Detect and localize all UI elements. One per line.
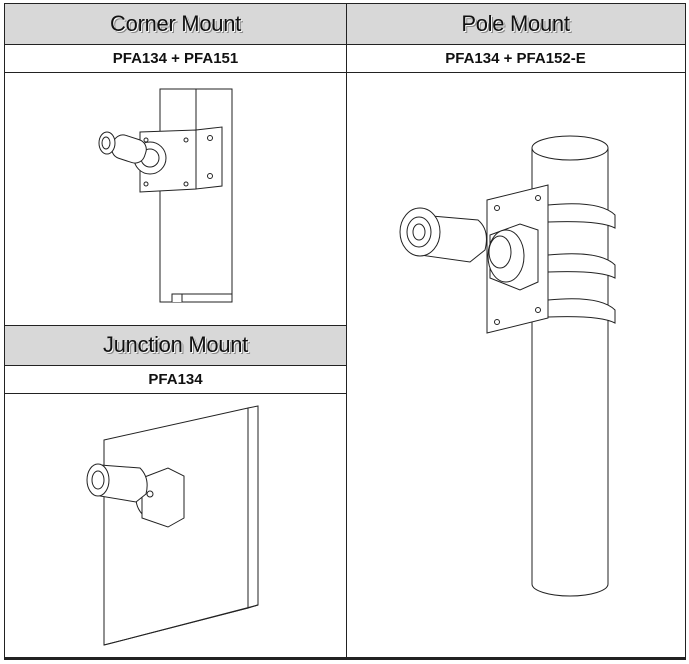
- junction-mount-parts: PFA134: [5, 365, 346, 393]
- grid-line: [4, 657, 686, 660]
- grid-line: [4, 44, 686, 45]
- pole-mount-title: Pole Mount: [346, 4, 685, 44]
- grid-line: [4, 3, 5, 660]
- corner-mount-title: Corner Mount: [5, 4, 346, 44]
- corner-mount-parts: PFA134 + PFA151: [5, 44, 346, 72]
- grid-line: [4, 365, 346, 366]
- grid-line: [4, 325, 346, 326]
- grid-line: [4, 3, 686, 4]
- pole-mount-parts: PFA134 + PFA152-E: [346, 44, 685, 72]
- grid-line: [4, 72, 686, 73]
- junction-mount-title: Junction Mount: [5, 325, 346, 365]
- grid-line: [685, 3, 686, 660]
- grid-line: [4, 393, 346, 394]
- grid-line: [346, 3, 347, 660]
